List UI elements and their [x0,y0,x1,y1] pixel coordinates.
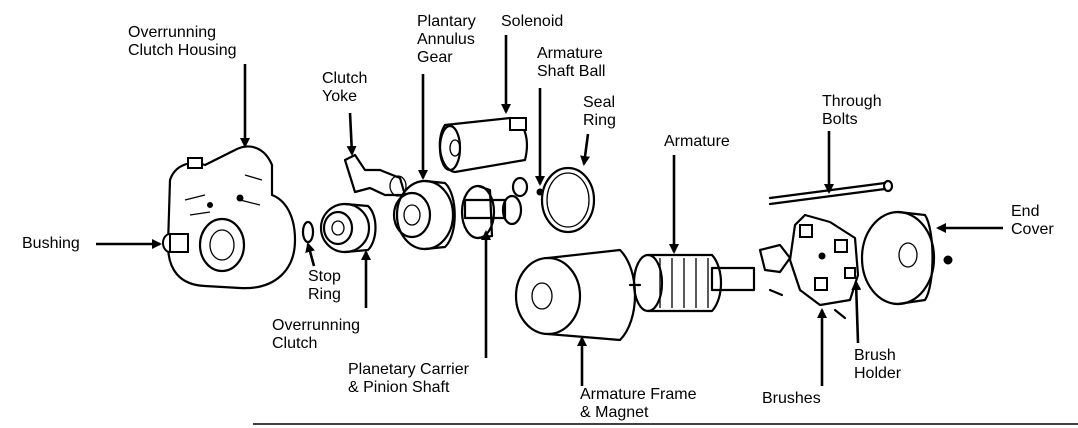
clutch-housing-part [162,145,297,290]
label-stop-ring: Stop Ring [308,268,341,303]
through-bolts-part [768,179,894,206]
label-overrunning-clutch: Overrunning Clutch [272,317,361,352]
label-through-bolts: Through Bolts [822,93,882,128]
label-end-cover: End Cover [1011,203,1054,238]
label-clutch-yoke: Clutch Yoke [322,70,368,105]
overrunning-clutch-part [301,202,377,254]
solenoid-part [438,116,528,174]
label-armature: Armature [664,133,730,150]
annulus-gear-part [392,179,456,251]
label-overrunning-clutch-housing: Overrunning Clutch Housing [128,24,237,59]
shaft-ball-part [511,176,544,198]
label-bushing: Bushing [22,235,80,252]
leader-arrows [96,35,1003,386]
label-seal-ring: Seal Ring [583,94,616,129]
label-planetary-annulus-gear: Plantary Annulus Gear [417,13,476,66]
armature-frame-part [514,248,636,342]
label-brush-holder: Brush Holder [854,347,902,382]
armature-part [628,253,756,313]
end-cover-part [860,210,953,306]
seal-ring-part [540,166,596,234]
label-armature-frame: Armature Frame & Magnet [580,386,697,421]
planetary-carrier-part [460,184,523,240]
label-armature-shaft-ball: Armature Shaft Ball [537,45,606,80]
brush-holder-part [758,213,860,320]
clutch-yoke-part [343,153,407,197]
label-planetary-carrier: Planetary Carrier & Pinion Shaft [348,361,469,396]
label-solenoid: Solenoid [501,13,564,30]
label-brushes: Brushes [762,390,821,407]
